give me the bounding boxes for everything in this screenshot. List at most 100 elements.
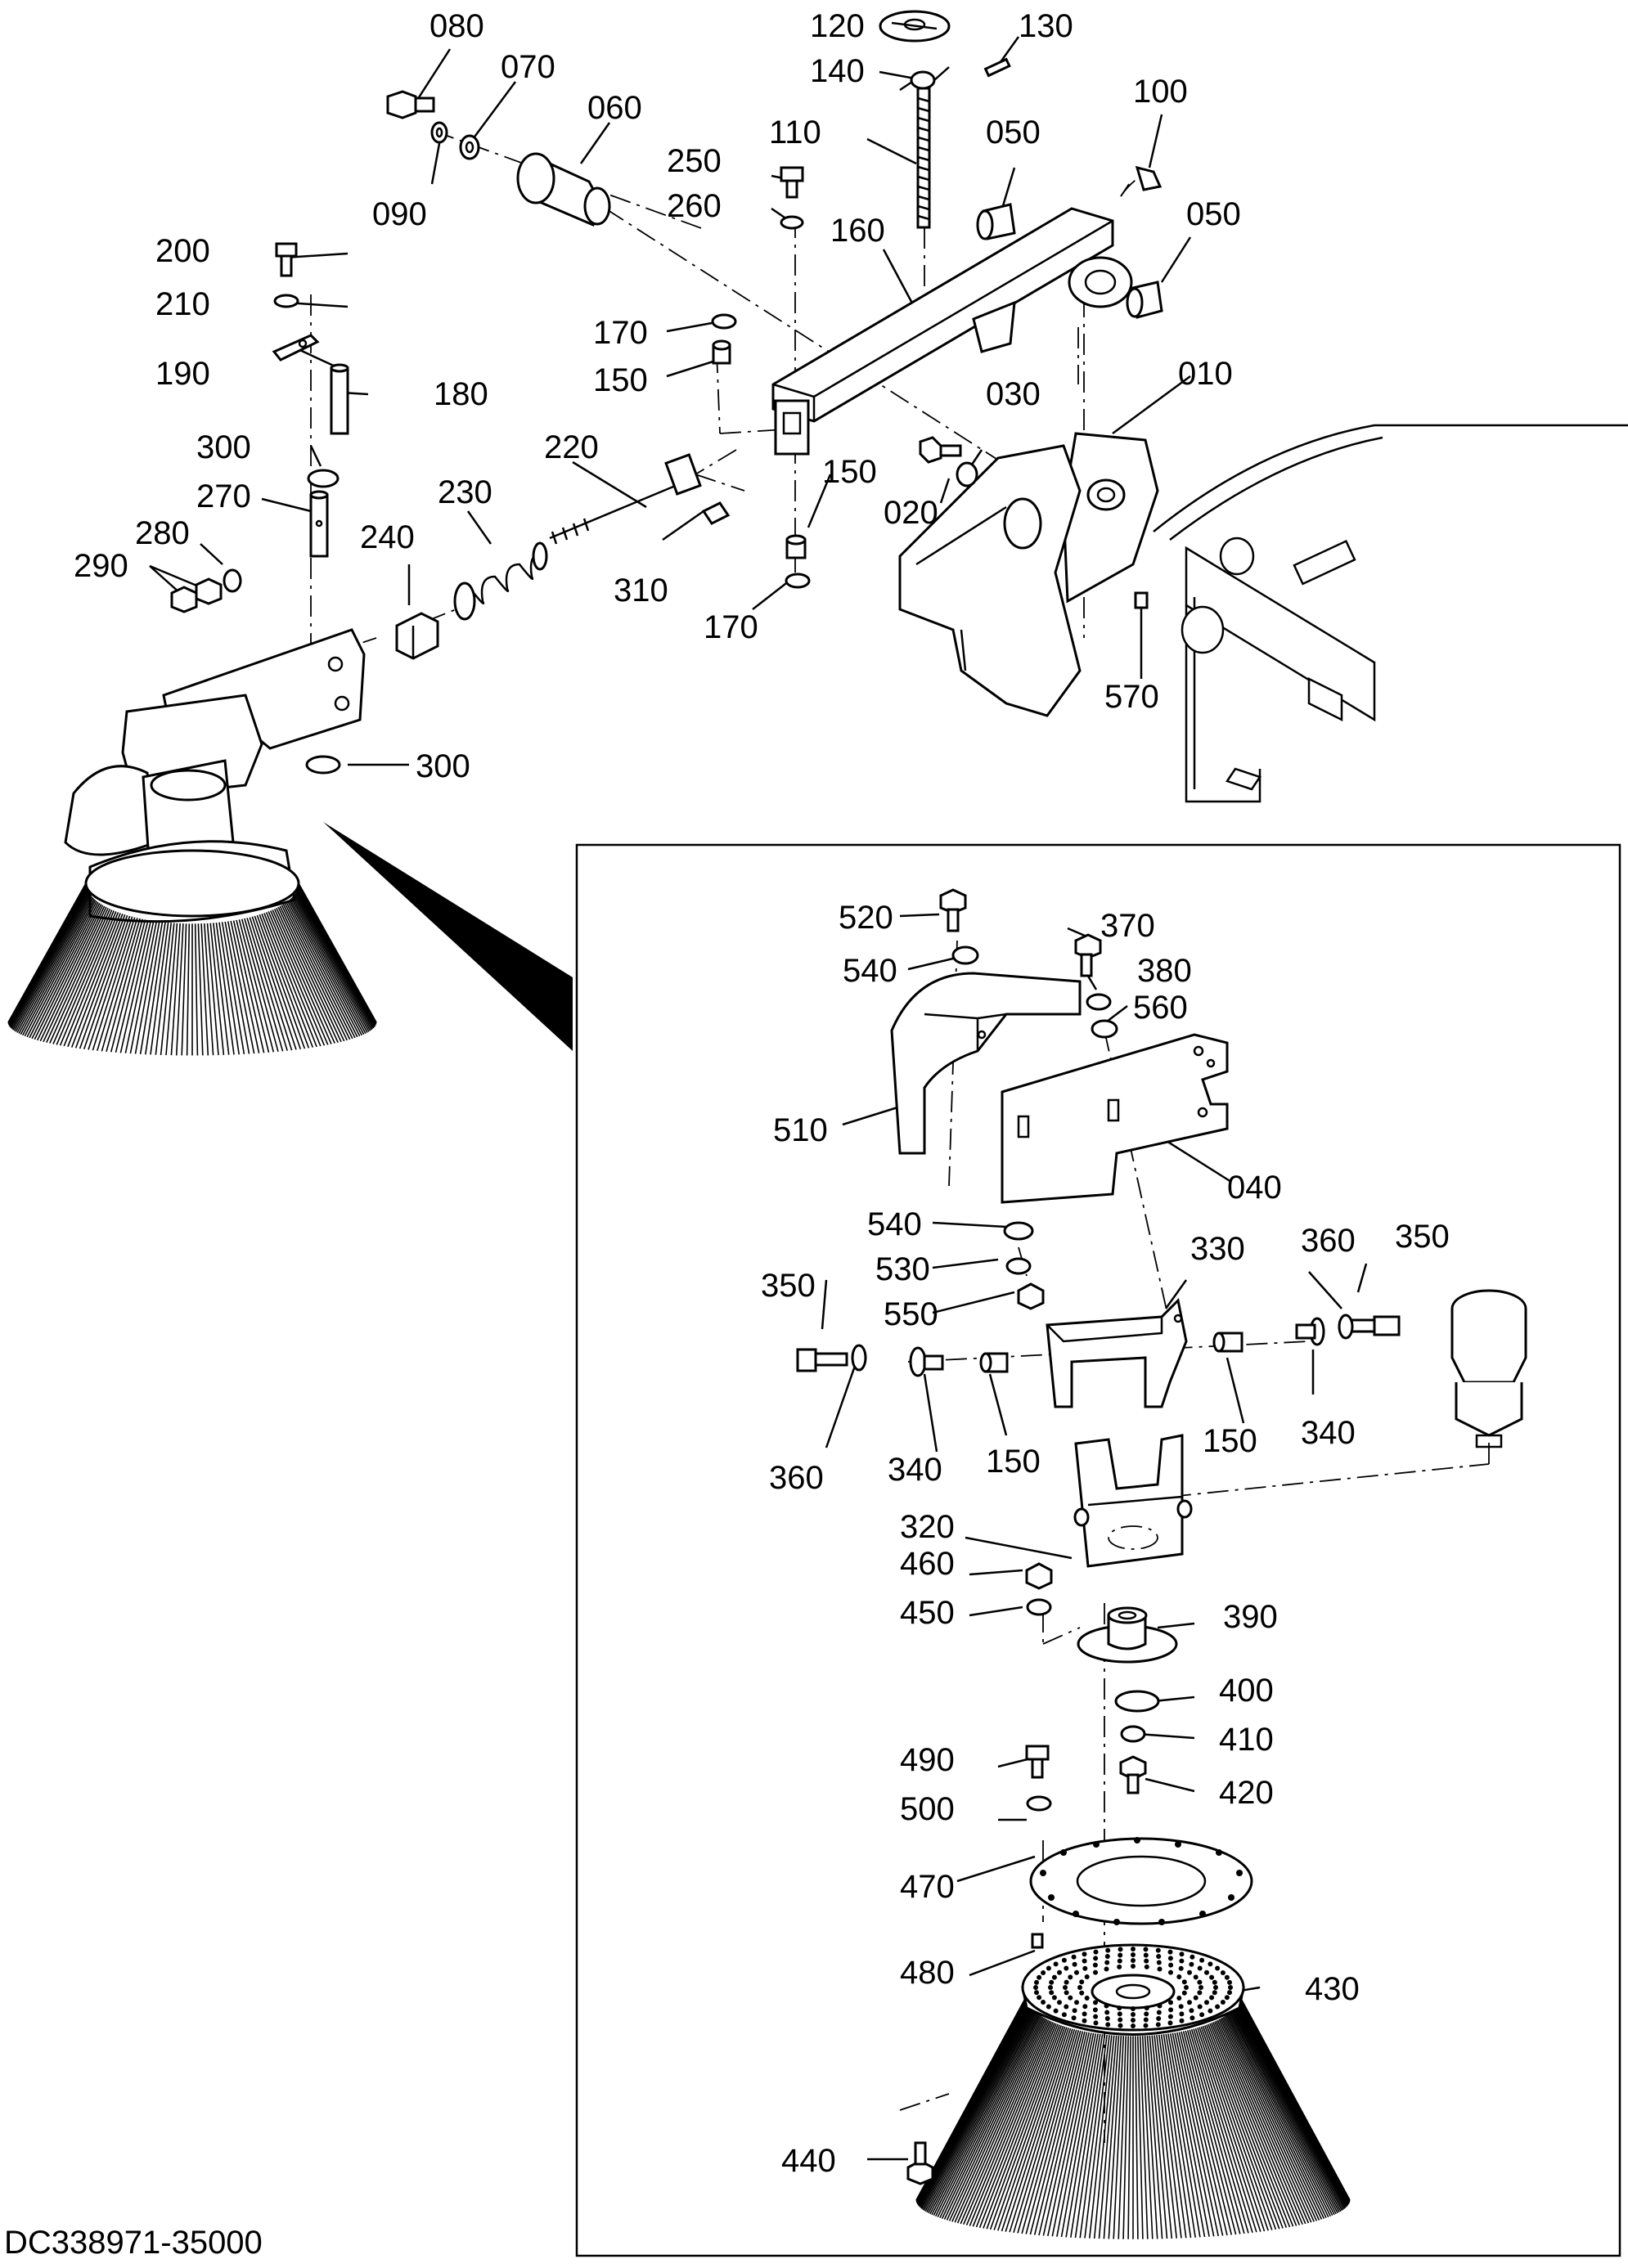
- part-label: 440: [781, 2143, 836, 2179]
- part-label: 370: [1100, 908, 1155, 944]
- leader-lines-main: [149, 27, 1192, 766]
- part-540-washer-lower: [1003, 1221, 1034, 1241]
- part-label: 480: [900, 1955, 955, 1991]
- part-110-threaded-rod: [916, 87, 931, 229]
- part-label: 060: [587, 90, 642, 126]
- part-label: 050: [1186, 196, 1241, 232]
- part-label: 070: [501, 49, 555, 85]
- detail-labels: 520 370 540 380 560 510 040 540 330 360 …: [761, 900, 1450, 2179]
- part-label: 120: [810, 8, 865, 44]
- part-080-bolt: [386, 90, 435, 119]
- part-label: 110: [769, 115, 821, 150]
- part-label: 400: [1219, 1673, 1274, 1709]
- part-label: 540: [867, 1206, 922, 1242]
- part-210-washer: [273, 294, 299, 308]
- part-410-washer: [1120, 1725, 1146, 1743]
- part-label: 460: [900, 1546, 955, 1582]
- part-label: 470: [900, 1869, 955, 1905]
- detail-frame: [575, 843, 1621, 2257]
- part-510-cover: [890, 972, 1082, 1155]
- part-label: 500: [900, 1791, 955, 1827]
- part-label: 150: [822, 454, 877, 490]
- part-label: 090: [372, 196, 427, 232]
- part-140-wing-nut: [899, 66, 950, 92]
- part-360-washer-right: [1338, 1314, 1354, 1340]
- part-350-bolt-right: [1350, 1315, 1401, 1336]
- part-280-washer: [223, 568, 242, 593]
- part-label: 300: [196, 429, 251, 465]
- main-brush-assembly: [7, 628, 377, 1056]
- part-label: 300: [416, 748, 470, 784]
- part-380-washer: [1086, 993, 1112, 1011]
- part-label: 220: [544, 429, 599, 465]
- motor: [1450, 1289, 1527, 1448]
- part-160-arm: [771, 207, 1133, 456]
- part-300-snap-ring-lower: [305, 755, 341, 775]
- part-label: 420: [1219, 1775, 1274, 1811]
- part-360-washer-left: [851, 1344, 867, 1372]
- part-480-pin: [1031, 1933, 1044, 1949]
- part-label: 450: [900, 1595, 955, 1631]
- part-370-bolt: [1074, 933, 1102, 977]
- part-label: 390: [1223, 1599, 1278, 1635]
- part-label: 150: [1203, 1423, 1257, 1459]
- part-label: 570: [1104, 679, 1159, 715]
- part-330-yoke: [1046, 1297, 1188, 1408]
- part-310-nipple: [701, 501, 731, 525]
- part-label: 530: [875, 1251, 930, 1287]
- part-060-pin: [516, 152, 611, 227]
- part-label: 330: [1190, 1231, 1245, 1267]
- part-230-spring: [453, 541, 548, 621]
- part-label: 380: [1137, 953, 1192, 989]
- part-190-plate: [272, 334, 320, 362]
- part-320-housing: [1073, 1434, 1193, 1568]
- part-label: 170: [593, 315, 648, 351]
- part-label: 100: [1133, 74, 1188, 110]
- part-label: 510: [773, 1112, 828, 1148]
- part-label: 520: [839, 900, 893, 936]
- part-200-bolt: [275, 242, 298, 277]
- part-290-nuts: [170, 577, 223, 613]
- part-450-washer: [1026, 1598, 1052, 1616]
- part-570-pin: [1134, 591, 1149, 609]
- part-490-bolt: [1025, 1745, 1050, 1779]
- part-020-bolt: [919, 436, 962, 464]
- part-label: 280: [135, 515, 190, 551]
- part-label: 340: [1301, 1415, 1356, 1451]
- part-label: 560: [1133, 990, 1188, 1026]
- frame-outline: [1153, 424, 1628, 803]
- part-label: 040: [1227, 1170, 1282, 1206]
- part-label: 140: [810, 53, 865, 89]
- part-label: 350: [1395, 1219, 1450, 1255]
- part-150-bush-left: [979, 1352, 1009, 1373]
- part-550-nut: [1017, 1282, 1045, 1310]
- part-350-bolt-left: [796, 1348, 848, 1372]
- part-420-bolt: [1119, 1755, 1147, 1794]
- part-340-spacer-right: [1295, 1317, 1325, 1346]
- part-label: 030: [986, 376, 1041, 412]
- part-120-handwheel: [879, 10, 951, 43]
- part-400-washer: [1114, 1690, 1160, 1713]
- part-430-brush: [915, 1943, 1351, 2239]
- part-130-pin: [983, 57, 1011, 78]
- part-label: 020: [884, 495, 938, 531]
- part-label: 250: [667, 143, 722, 179]
- part-label: 180: [434, 376, 488, 412]
- part-170-washer-upper: [711, 313, 737, 330]
- part-label: 360: [769, 1460, 824, 1496]
- part-150-bush-lower: [785, 534, 807, 559]
- part-label: 240: [360, 519, 415, 555]
- part-label: 290: [74, 548, 128, 584]
- part-050-bushing-upper: [976, 203, 1016, 240]
- part-label: 150: [986, 1444, 1041, 1480]
- part-220-rod: [549, 453, 702, 545]
- part-label: 200: [155, 233, 210, 269]
- part-250-bolt: [780, 166, 804, 199]
- part-150-bush-right: [1212, 1332, 1243, 1353]
- part-label: 190: [155, 356, 210, 392]
- part-240-bracket: [395, 612, 439, 660]
- part-label: 350: [761, 1268, 816, 1304]
- part-label: 410: [1219, 1722, 1274, 1758]
- part-label: 340: [888, 1452, 942, 1488]
